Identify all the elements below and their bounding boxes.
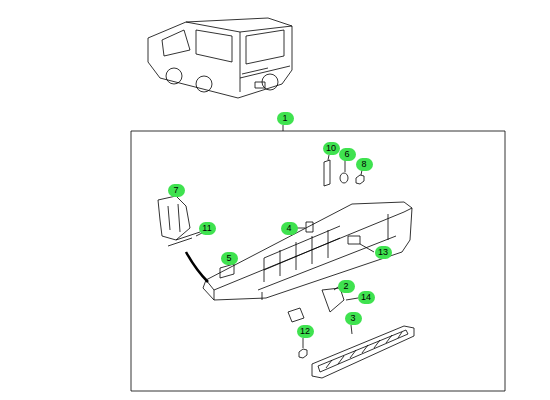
callout-number: 12 [297,325,314,338]
callout-number: 8 [356,158,373,171]
callout-number: 1 [277,112,294,125]
callout-number: 2 [338,280,355,293]
callout-number: 11 [199,222,216,235]
rear-bumper [203,202,412,300]
vehicle-view [148,18,292,98]
bracket [158,196,190,240]
callout-number: 10 [323,142,340,155]
callout-number: 5 [221,252,238,265]
callout-number: 14 [358,291,375,304]
assembly-frame [131,131,505,391]
callout-number: 6 [339,148,356,161]
callout-number: 3 [345,312,362,325]
step-plate [312,326,414,378]
callout-number: 4 [281,222,298,235]
callout-number: 13 [375,246,392,259]
callout-number: 7 [168,184,185,197]
